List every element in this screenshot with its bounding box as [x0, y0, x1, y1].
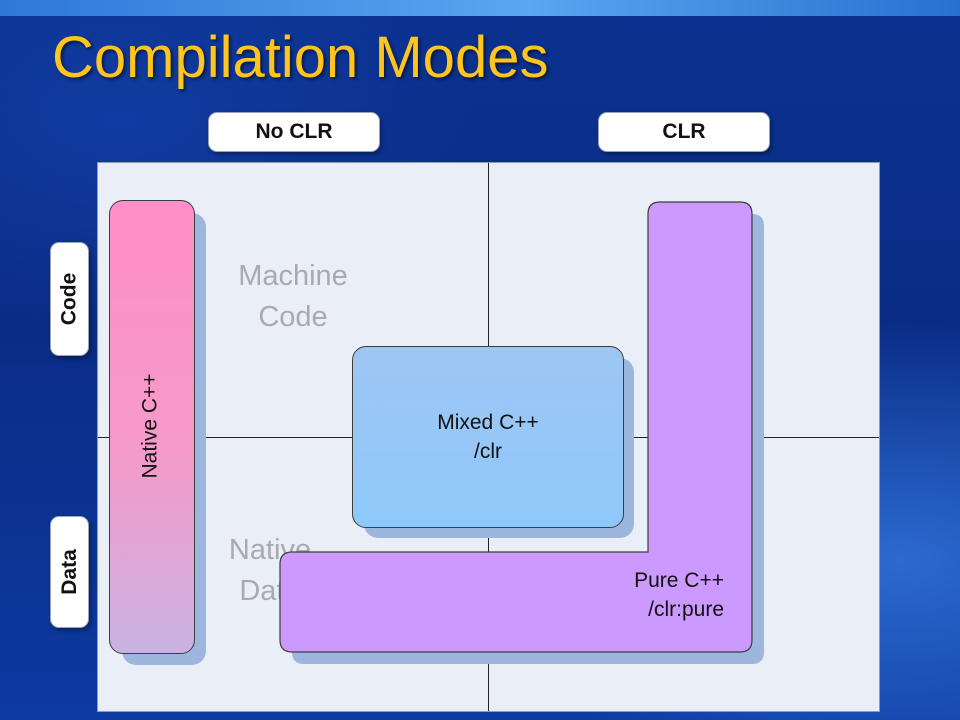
slide-title: Compilation Modes	[52, 25, 549, 90]
native-mode-box	[109, 200, 195, 654]
row-header-data: Data	[50, 516, 89, 628]
pure-mode-label: Pure C++ /clr:pure	[634, 569, 724, 621]
pure-mode-shape	[279, 201, 753, 653]
mixed-mode-box: Mixed C++ /clr	[352, 346, 624, 528]
column-header-clr: CLR	[598, 112, 770, 152]
row-header-code: Code	[50, 242, 89, 356]
column-header-no-clr-label: No CLR	[255, 120, 333, 143]
quadrant-label-machine-code: Machine Code	[238, 260, 348, 333]
column-header-no-clr: No CLR	[208, 112, 380, 152]
column-header-clr-label: CLR	[662, 120, 706, 143]
mixed-mode-label: Mixed C++ /clr	[437, 411, 539, 463]
top-accent-bar	[0, 0, 960, 16]
